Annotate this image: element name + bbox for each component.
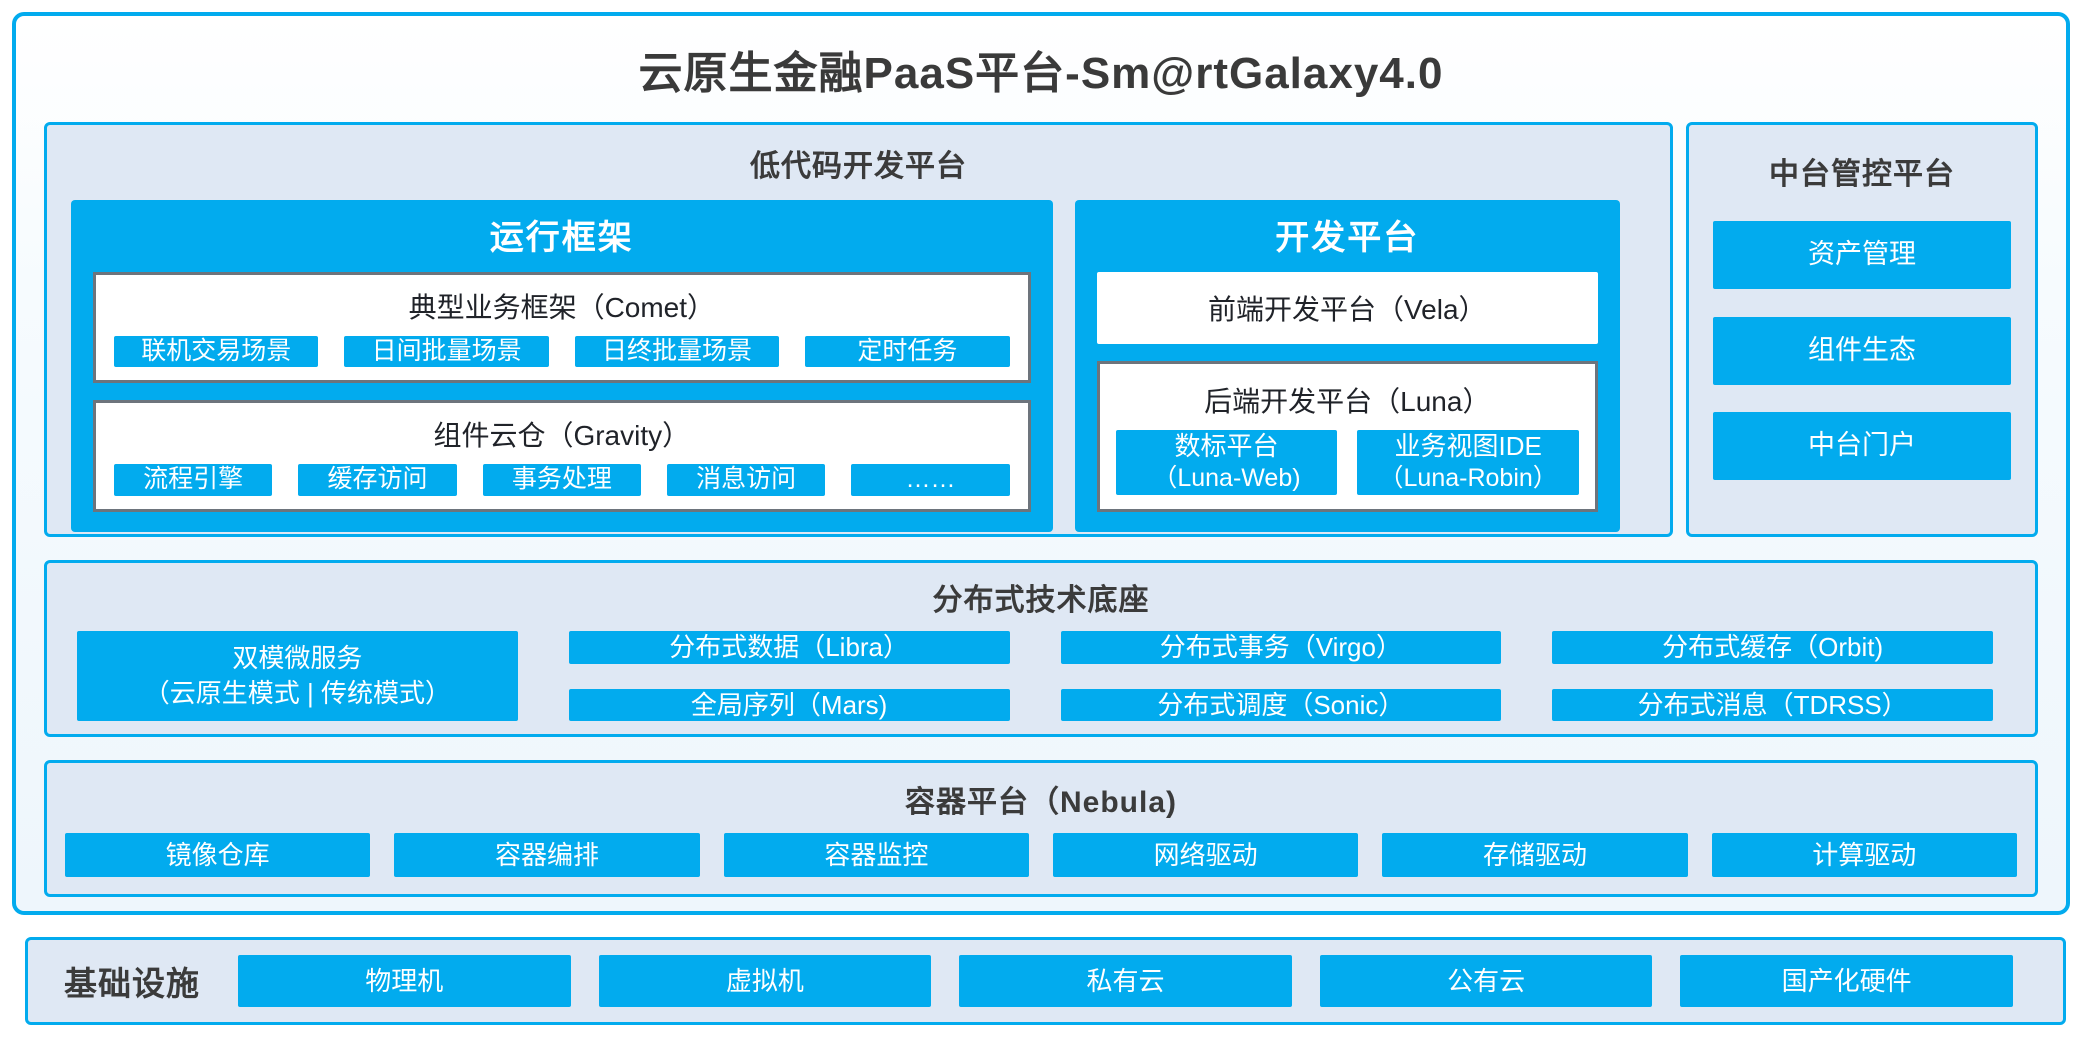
chip-container-monitoring: 容器监控 (723, 833, 1029, 877)
chip-distributed-scheduling-sonic: 分布式调度（Sonic） (1060, 688, 1502, 721)
infrastructure-title: 基础设施 (64, 965, 200, 1002)
chip-private-cloud: 私有云 (959, 955, 1292, 1007)
distributed-base-section: 分布式技术底座 双模微服务 （云原生模式 | 传统模式） 分布式数据（Libra… (44, 560, 2038, 737)
chip-luna-robin: 业务视图IDE （Luna-Robin） (1357, 430, 1580, 495)
container-platform-title: 容器平台（Nebula) (904, 786, 1177, 819)
frontend-platform-vela: 前端开发平台（Vela） (1096, 272, 1598, 344)
backend-platform-luna-title: 后端开发平台（Luna） (1204, 386, 1491, 417)
chip-image-registry: 镜像仓库 (65, 833, 371, 877)
runtime-framework-panel: 运行框架 典型业务框架（Comet） 联机交易场景 日间批量场景 日终批量场景 … (71, 200, 1053, 532)
comet-framework-title: 典型业务框架（Comet） (408, 292, 716, 323)
chip-luna-web: 数标平台 （Luna-Web) (1115, 430, 1338, 495)
distributed-base-title: 分布式技术底座 (932, 584, 1150, 617)
gravity-warehouse-title: 组件云仓（Gravity） (433, 420, 691, 452)
chip-container-orchestration: 容器编排 (394, 833, 700, 877)
lowcode-platform-title: 低代码开发平台 (750, 150, 967, 183)
mid-platform-section: 中台管控平台 资产管理 组件生态 中台门户 (1686, 122, 2038, 537)
chip-distributed-data-libra: 分布式数据（Libra） (568, 631, 1010, 664)
luna-web-code: （Luna-Web) (1152, 463, 1301, 492)
chip-distributed-transaction-virgo: 分布式事务（Virgo） (1060, 631, 1502, 664)
comet-framework-box: 典型业务框架（Comet） 联机交易场景 日间批量场景 日终批量场景 定时任务 (93, 272, 1031, 384)
chip-transaction-processing: 事务处理 (482, 464, 641, 496)
chip-global-sequence-mars: 全局序列（Mars) (568, 688, 1010, 721)
chip-message-access: 消息访问 (666, 464, 826, 496)
chip-domestic-hardware: 国产化硬件 (1680, 955, 2013, 1007)
container-platform-items: 镜像仓库 容器编排 容器监控 网络驱动 存储驱动 计算驱动 (47, 821, 2035, 894)
chip-mid-portal: 中台门户 (1713, 412, 2011, 481)
platform-frame: 云原生金融PaaS平台-Sm@rtGalaxy4.0 低代码开发平台 运行框架 … (12, 12, 2070, 915)
lowcode-platform-section: 低代码开发平台 运行框架 典型业务框架（Comet） 联机交易场景 日间批量场景… (44, 122, 1673, 537)
distributed-column-2: 分布式事务（Virgo） 分布式调度（Sonic） (1060, 631, 1502, 721)
chip-network-driver: 网络驱动 (1052, 833, 1359, 877)
chip-daytime-batch: 日间批量场景 (344, 336, 549, 368)
dual-mode-detail: （云原生模式 | 传统模式） (143, 678, 451, 708)
backend-platform-luna-box: 后端开发平台（Luna） 数标平台 （Luna-Web) 业务视图IDE （Lu… (1096, 361, 1598, 512)
chip-distributed-cache-orbit: 分布式缓存（Orbit) (1552, 631, 1993, 664)
chip-component-ecosystem: 组件生态 (1713, 316, 2011, 385)
page-title: 云原生金融PaaS平台-Sm@rtGalaxy4.0 (638, 49, 1444, 98)
chip-physical-machine: 物理机 (238, 955, 571, 1007)
chip-ellipsis: …… (851, 464, 1010, 496)
mid-platform-title: 中台管控平台 (1769, 158, 1955, 191)
mid-platform-items: 资产管理 组件生态 中台门户 (1689, 193, 2035, 534)
chip-distributed-message-tdrss: 分布式消息（TDRSS） (1552, 688, 1993, 721)
dev-platform-title: 开发平台 (1275, 219, 1420, 257)
chip-compute-driver: 计算驱动 (1711, 833, 2017, 877)
lowcode-body: 运行框架 典型业务框架（Comet） 联机交易场景 日间批量场景 日终批量场景 … (47, 185, 1670, 552)
dual-mode-name: 双模微服务 (232, 642, 363, 673)
luna-web-name: 数标平台 (1174, 431, 1279, 462)
runtime-framework-title: 运行框架 (489, 219, 634, 257)
gravity-warehouse-box: 组件云仓（Gravity） 流程引擎 缓存访问 事务处理 消息访问 …… (93, 400, 1031, 512)
top-row: 低代码开发平台 运行框架 典型业务框架（Comet） 联机交易场景 日间批量场景… (44, 122, 2038, 537)
chip-public-cloud: 公有云 (1319, 955, 1653, 1007)
chip-dual-mode-microservice: 双模微服务 （云原生模式 | 传统模式） (77, 631, 518, 721)
distributed-column-3: 分布式缓存（Orbit) 分布式消息（TDRSS） (1552, 631, 1993, 721)
dev-platform-panel: 开发平台 前端开发平台（Vela） 后端开发平台（Luna） 数标平台 （Lun… (1074, 200, 1620, 532)
luna-robin-name: 业务视图IDE (1394, 431, 1542, 462)
gravity-items: 流程引擎 缓存访问 事务处理 消息访问 …… (114, 464, 1010, 496)
chip-virtual-machine: 虚拟机 (598, 955, 932, 1007)
infrastructure-section: 基础设施 物理机 虚拟机 私有云 公有云 国产化硬件 (25, 937, 2066, 1025)
chip-scheduled-task: 定时任务 (805, 336, 1010, 368)
luna-items: 数标平台 （Luna-Web) 业务视图IDE （Luna-Robin） (1115, 430, 1580, 495)
container-platform-section: 容器平台（Nebula) 镜像仓库 容器编排 容器监控 网络驱动 存储驱动 计算… (44, 760, 2038, 897)
chip-asset-management: 资产管理 (1713, 220, 2011, 289)
chip-cache-access: 缓存访问 (298, 464, 457, 496)
chip-endofday-batch: 日终批量场景 (574, 336, 780, 368)
comet-items: 联机交易场景 日间批量场景 日终批量场景 定时任务 (114, 336, 1010, 368)
luna-robin-code: （Luna-Robin） (1378, 463, 1558, 492)
chip-storage-driver: 存储驱动 (1382, 833, 1688, 877)
distributed-body: 双模微服务 （云原生模式 | 传统模式） 分布式数据（Libra） 全局序列（M… (47, 619, 2035, 736)
chip-online-trading: 联机交易场景 (114, 336, 319, 368)
chip-process-engine: 流程引擎 (114, 464, 273, 496)
distributed-column-1: 分布式数据（Libra） 全局序列（Mars) (568, 631, 1010, 721)
